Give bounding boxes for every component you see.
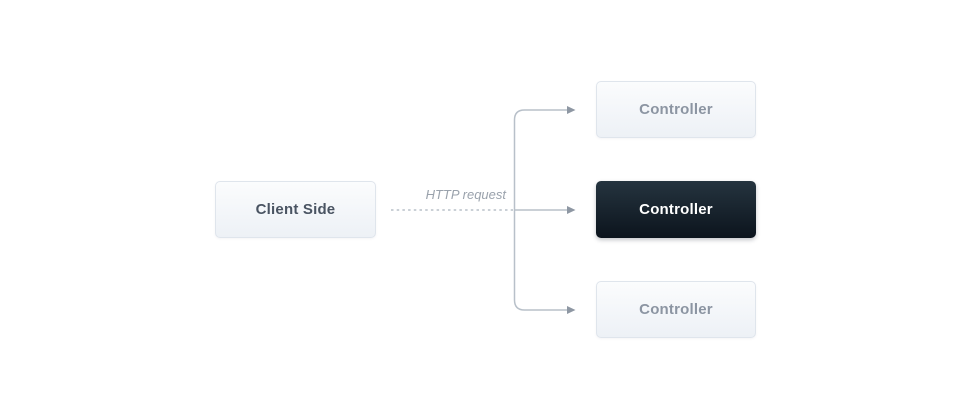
client-side-node: Client Side [215,181,376,238]
client-side-node-label: Client Side [255,201,336,218]
controller-node-middle-label: Controller [639,201,713,218]
branch-bottom-connector [513,210,567,311]
controller-node-top: Controller [596,81,756,138]
http-request-label: HTTP request [425,187,506,202]
arrowhead-bottom-icon [567,306,576,314]
arrowhead-top-icon [567,106,576,114]
controller-node-bottom-label: Controller [639,301,713,318]
controller-node-bottom: Controller [596,281,756,338]
arrowhead-middle-icon [567,206,576,214]
controller-node-top-label: Controller [639,101,713,118]
branch-top-connector [513,109,567,210]
controller-node-middle-selected: Controller [596,181,756,238]
